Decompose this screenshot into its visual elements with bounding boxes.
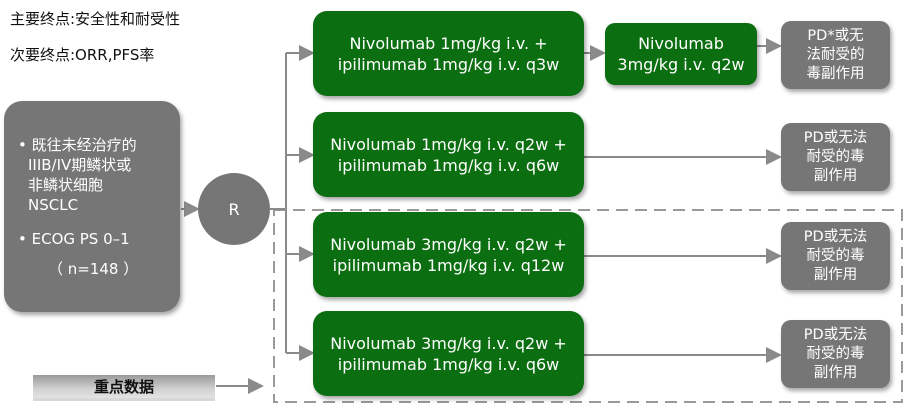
primary-endpoint-note: 主要终点:安全性和耐受性 — [10, 10, 181, 28]
arm-3-line-2: ipilimumab 1mg/kg i.v. q12w — [332, 255, 565, 275]
arm-2-line-2: ipilimumab 1mg/kg i.v. q6w — [337, 155, 560, 175]
endpoint-3-line-2: 耐受的毒 — [806, 247, 865, 264]
endpoint-1-line-3: 毒副作用 — [806, 65, 865, 82]
arm-1-line-1: Nivolumab 1mg/kg i.v. + — [349, 33, 548, 53]
secondary-endpoint-note: 次要终点:ORR,PFS率 — [10, 46, 155, 64]
maintenance-line-2: 3mg/kg i.v. q2w — [617, 55, 745, 74]
patient-n: （ n=148 ） — [48, 260, 139, 278]
endpoint-1-line-1: PD*或无 — [807, 27, 864, 44]
arm-3-line-1: Nivolumab 3mg/kg i.v. q2w + — [330, 234, 567, 254]
endpoint-4-line-3: 副作用 — [813, 364, 858, 381]
endpoint-2-line-3: 副作用 — [813, 167, 858, 184]
arm-1-line-2: ipilimumab 1mg/kg i.v. q3w — [337, 54, 560, 74]
patient-line-2: IIIB/IV期鳞状或 — [28, 156, 132, 174]
dashed-highlight-region — [273, 209, 903, 403]
patient-line-3: 非鳞状细胞 — [28, 176, 104, 194]
randomization-node: R — [198, 173, 270, 245]
arm-4-line-2: ipilimumab 1mg/kg i.v. q6w — [337, 354, 560, 374]
arm-2-line-1: Nivolumab 1mg/kg i.v. q2w + — [330, 134, 567, 154]
maintenance-line-1: Nivolumab — [638, 34, 724, 53]
endpoint-box-1: PD*或无 法耐受的 毒副作用 — [781, 21, 890, 89]
endpoint-box-4: PD或无法 耐受的毒 副作用 — [781, 320, 890, 388]
endpoint-4-line-2: 耐受的毒 — [806, 345, 865, 362]
arm-2-box: Nivolumab 1mg/kg i.v. q2w + ipilimumab 1… — [313, 112, 584, 197]
endpoint-4-line-1: PD或无法 — [803, 326, 868, 343]
endpoint-box-3: PD或无法 耐受的毒 副作用 — [781, 222, 890, 290]
arm-1-box: Nivolumab 1mg/kg i.v. + ipilimumab 1mg/k… — [313, 11, 584, 96]
key-data-legend: 重点数据 — [33, 375, 215, 401]
arm-3-box: Nivolumab 3mg/kg i.v. q2w + ipilimumab 1… — [313, 212, 584, 297]
patient-ecog: • ECOG PS 0–1 — [18, 230, 130, 248]
patient-population-box: • 既往未经治疗的 IIIB/IV期鳞状或 非鳞状细胞 NSCLC • ECOG… — [4, 101, 180, 312]
endpoint-box-2: PD或无法 耐受的毒 副作用 — [781, 123, 890, 191]
patient-line-4: NSCLC — [28, 196, 79, 214]
patient-line-1: • 既往未经治疗的 — [18, 136, 137, 154]
endpoint-1-line-2: 法耐受的 — [806, 46, 865, 63]
endpoint-2-line-1: PD或无法 — [803, 129, 868, 146]
arm-4-line-1: Nivolumab 3mg/kg i.v. q2w + — [330, 333, 567, 353]
arm-4-box: Nivolumab 3mg/kg i.v. q2w + ipilimumab 1… — [313, 311, 584, 396]
maintenance-box: Nivolumab 3mg/kg i.v. q2w — [605, 23, 757, 85]
endpoint-3-line-1: PD或无法 — [803, 228, 868, 245]
endpoint-2-line-2: 耐受的毒 — [806, 148, 865, 165]
endpoint-3-line-3: 副作用 — [813, 266, 858, 283]
